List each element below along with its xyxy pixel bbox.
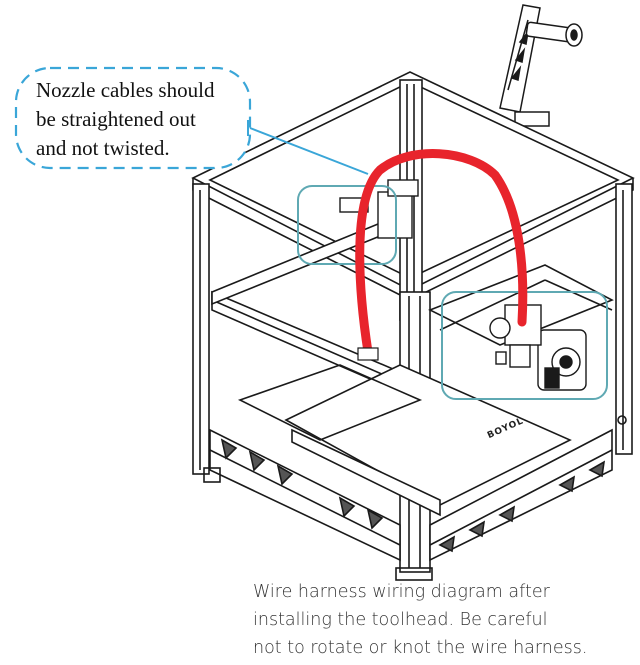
callout-text: Nozzle cables should be straightened out… [36,76,266,163]
callout-leader [249,127,369,175]
cable-end-left [357,347,379,361]
caption-line-3: not to rotate or knot the wire harness. [253,638,588,658]
wire-harness-icon [355,149,528,357]
caption-line-1: Wire harness wiring diagram after [253,582,550,602]
callout-line-3: and not twisted. [36,136,170,160]
callout-line-2: be straightened out [36,107,196,131]
highlight-box-toolhead-top [297,185,397,265]
caption: Wire harness wiring diagram after instal… [253,578,633,662]
callout-line-1: Nozzle cables should [36,78,215,102]
printer-frame-icon [191,71,635,581]
caption-line-2: installing the toolhead. Be careful [253,610,548,630]
callout-bubble [14,66,252,170]
spool-holder-icon [499,4,583,127]
toolhead-icon [489,304,587,391]
